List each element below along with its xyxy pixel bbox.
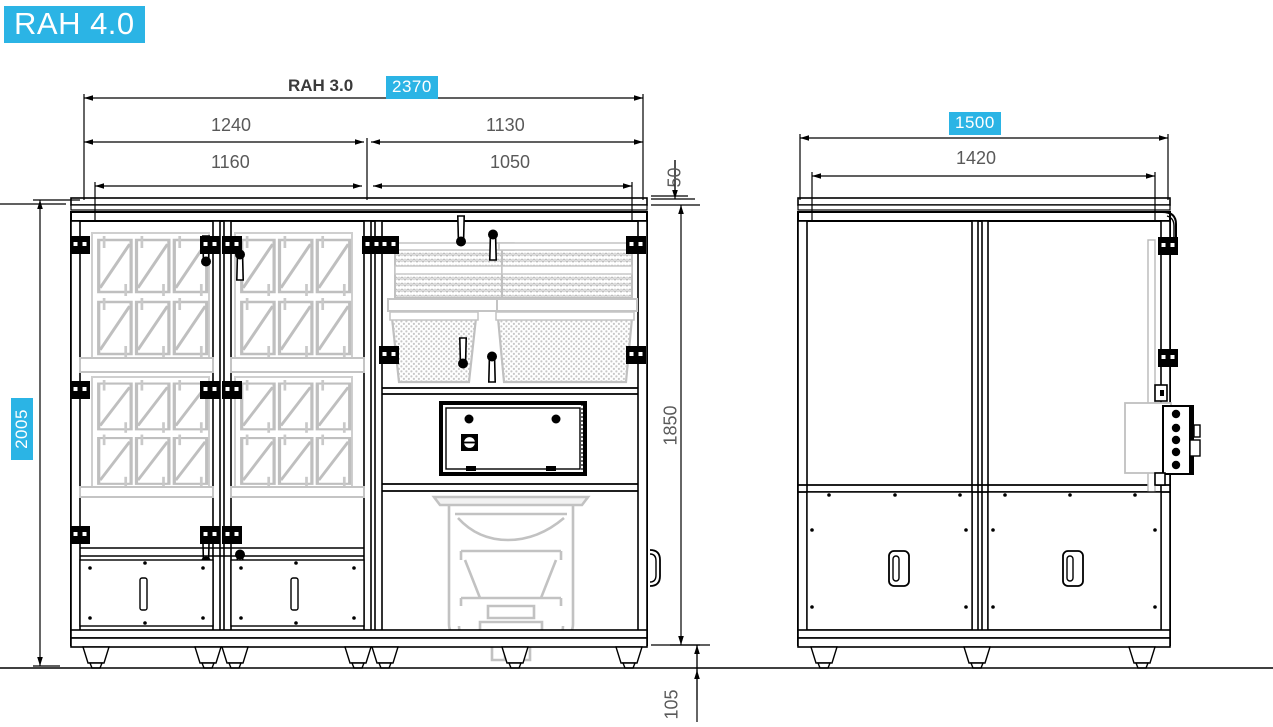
basket-handle-lower-left — [457, 337, 469, 370]
control-indicator-right — [551, 414, 561, 424]
dim-1420: 1420 — [956, 148, 997, 168]
side-depth-badge: 1500 — [949, 112, 1001, 135]
control-panel-box — [439, 401, 587, 476]
overall-height-badge: 2005 — [11, 398, 33, 460]
side-rear-hardware — [1124, 211, 1201, 486]
rack-panel-lower-right — [234, 376, 353, 489]
title-badge: RAH 4.0 — [4, 6, 145, 43]
left-cabinet-low-rail-b — [230, 486, 365, 498]
side-hinge-mid — [1158, 349, 1178, 367]
front-left-cabinet — [79, 232, 365, 627]
front-right-side-handle — [649, 549, 661, 587]
side-feet — [810, 646, 1156, 669]
front-base — [70, 629, 648, 648]
dim-1240: 1240 — [211, 115, 252, 135]
dim-1160: 1160 — [211, 152, 250, 172]
dimension-lines — [33, 94, 1169, 722]
control-indicator-left — [464, 414, 474, 424]
rack-panel-upper-left — [91, 232, 210, 360]
side-hinge-top — [1158, 237, 1178, 255]
side-lower-doors — [806, 491, 1162, 643]
control-rotary-switch — [461, 434, 478, 451]
rack-panel-lower-left — [91, 376, 210, 489]
dim-1050: 1050 — [490, 152, 531, 172]
front-elevation-group — [70, 197, 661, 669]
door-handle-upper-right — [234, 248, 246, 281]
side-handle-left — [888, 550, 910, 587]
basket-handle-upper-left — [455, 215, 467, 248]
basket-handle-lower-right — [486, 350, 498, 383]
front-view-model-label: RAH 3.0 — [288, 76, 354, 95]
left-cabinet-low-rail-a — [79, 486, 214, 498]
dim-1130: 1130 — [486, 115, 525, 135]
basket-handle-upper-right — [487, 228, 499, 261]
basket-row-upper — [391, 242, 636, 299]
dim-105: 105 — [661, 688, 682, 720]
front-feet — [82, 646, 643, 669]
dim-1850: 1850 — [660, 404, 681, 446]
left-cabinet-mid-rail — [79, 357, 365, 373]
side-elevation-group — [797, 197, 1201, 669]
front-roof-frame — [70, 197, 648, 222]
basket-row-lower — [389, 311, 635, 384]
basket-shelf-mid — [387, 298, 638, 312]
dim-50: 50 — [664, 166, 685, 188]
side-handle-right — [1062, 550, 1084, 587]
rack-panel-upper-right — [234, 232, 353, 360]
left-cabinet-drawers — [79, 559, 365, 627]
side-electrical-box — [1124, 402, 1201, 475]
overall-width-badge: 2370 — [386, 76, 438, 99]
